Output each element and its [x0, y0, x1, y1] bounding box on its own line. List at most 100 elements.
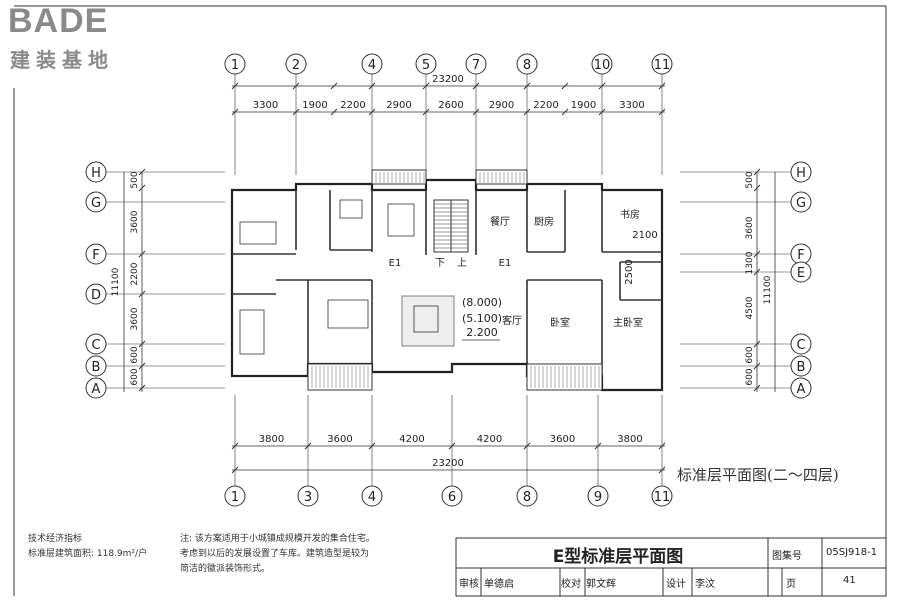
axis-label-bottom-6: 6: [448, 490, 456, 505]
left-total-dim: 11100: [111, 267, 121, 296]
dim-tick: [422, 82, 430, 90]
axis-label-top-7: 7: [472, 58, 480, 73]
label-kitchen: 厨房: [534, 215, 554, 228]
axis-label-right-A: A: [797, 382, 806, 397]
dining-table: [387, 203, 415, 237]
dim-tick: [753, 384, 761, 392]
review-label: 审核: [459, 579, 479, 590]
axis-label-left-F: F: [92, 248, 99, 263]
dim-tick: [523, 108, 531, 116]
right-dim-3: 4500: [745, 296, 755, 319]
title-block-frame: [455, 537, 887, 597]
right-dim-2: 1300: [745, 251, 755, 274]
top-dim-4: 2600: [438, 100, 463, 111]
dim-tick: [368, 108, 376, 116]
left-dim-3: 3600: [130, 307, 140, 330]
bottom-dim-4: 3600: [550, 434, 575, 445]
dim-tick: [368, 82, 376, 90]
axis-label-left-G: G: [91, 196, 101, 211]
dim-tick: [138, 384, 146, 392]
top-dim-2: 2200: [340, 100, 365, 111]
top-dim-6: 2200: [533, 100, 558, 111]
atlas-number: 05SJ918-1: [826, 547, 878, 558]
axis-label-top-1: 1: [231, 58, 239, 73]
dim-tick: [594, 442, 602, 450]
dim-tick: [138, 362, 146, 370]
dim-tick: [330, 82, 338, 90]
bottom-dim-3: 4200: [477, 434, 502, 445]
dim-tick: [231, 466, 239, 474]
dim-tick: [523, 82, 531, 90]
axis-label-right-H: H: [796, 166, 806, 181]
axis-label-left-A: A: [92, 382, 101, 397]
dim-tick: [598, 108, 606, 116]
label-dim-2500: 2500: [624, 259, 635, 284]
axis-label-right-B: B: [797, 360, 806, 375]
dim-tick: [292, 82, 300, 90]
dim-tick: [231, 442, 239, 450]
dim-tick: [753, 168, 761, 176]
dim-tick: [138, 184, 146, 192]
title-block-title: E型标准层平面图: [552, 547, 684, 567]
level-mark-1: (8.000): [462, 296, 502, 309]
label-dim-2100: 2100: [632, 230, 657, 241]
axis-label-top-11: 11: [654, 58, 671, 73]
right-total-dim: 11100: [763, 275, 773, 304]
dim-tick: [753, 268, 761, 276]
page-label: 页: [786, 579, 796, 590]
check-name: 郭文辉: [586, 579, 616, 590]
dim-tick: [658, 108, 666, 116]
living-rug: [401, 295, 455, 347]
dim-tick: [231, 82, 239, 90]
axis-label-top-2: 2: [292, 58, 300, 73]
bed-left-top: [239, 221, 277, 245]
dim-tick: [231, 108, 239, 116]
logo-wordmark: BADE: [8, 2, 109, 40]
kitchen-counter: [339, 199, 363, 219]
tech-indicators: 技术经济指标 标准层建筑面积: 118.9m²/户: [28, 532, 147, 562]
bottom-total-dim: 23200: [432, 458, 464, 469]
left-dim-1: 3600: [130, 210, 140, 233]
axis-label-left-C: C: [91, 338, 100, 353]
sofa-set: [413, 305, 439, 333]
top-dim-7: 1900: [571, 100, 596, 111]
dim-tick: [658, 82, 666, 90]
right-dim-0: 500: [745, 171, 755, 188]
dim-tick: [138, 250, 146, 258]
label-e1-left: E1: [389, 258, 402, 269]
tech-indicators-title: 技术经济指标: [28, 534, 83, 544]
dim-tick: [523, 442, 531, 450]
dim-tick: [753, 250, 761, 258]
label-living: 客厅: [502, 314, 522, 327]
level-mark-2: (5.100): [462, 312, 502, 325]
axis-label-left-H: H: [91, 166, 101, 181]
atlas-label: 图集号: [772, 551, 802, 562]
dim-tick: [561, 82, 569, 90]
axis-label-right-F: F: [797, 248, 804, 263]
right-dim-4: 600: [745, 346, 755, 363]
dim-tick: [448, 442, 456, 450]
drawing-caption: 标准层平面图(二～四层): [677, 466, 839, 484]
top-dim-1: 1900: [302, 100, 327, 111]
balcony-left-top: [371, 169, 427, 185]
axis-label-bottom-1: 1: [231, 490, 239, 505]
axis-label-right-G: G: [796, 196, 806, 211]
dim-tick: [753, 362, 761, 370]
bottom-dim-0: 3800: [259, 434, 284, 445]
axis-label-bottom-9: 9: [594, 490, 602, 505]
dim-tick: [753, 340, 761, 348]
left-dim-2: 2200: [130, 262, 140, 285]
label-bedroom: 卧室: [550, 316, 570, 329]
top-dim-3: 2900: [386, 100, 411, 111]
bottom-dim-2: 4200: [399, 434, 424, 445]
note-line-2: 考虑到以后的发展设置了车库。建筑造型是较为: [180, 549, 370, 559]
note-line-3: 简洁的徽派装饰形式。: [180, 564, 271, 574]
dim-tick: [138, 340, 146, 348]
dim-tick: [330, 108, 338, 116]
bottom-dim-1: 3600: [327, 434, 352, 445]
label-master-bedroom: 主卧室: [613, 316, 643, 329]
bed-left-bottom: [239, 309, 265, 355]
axis-label-top-4: 4: [368, 58, 376, 73]
note-line-1: 注: 该方案适用于小城镇成规模开发的集合住宅。: [180, 534, 375, 544]
